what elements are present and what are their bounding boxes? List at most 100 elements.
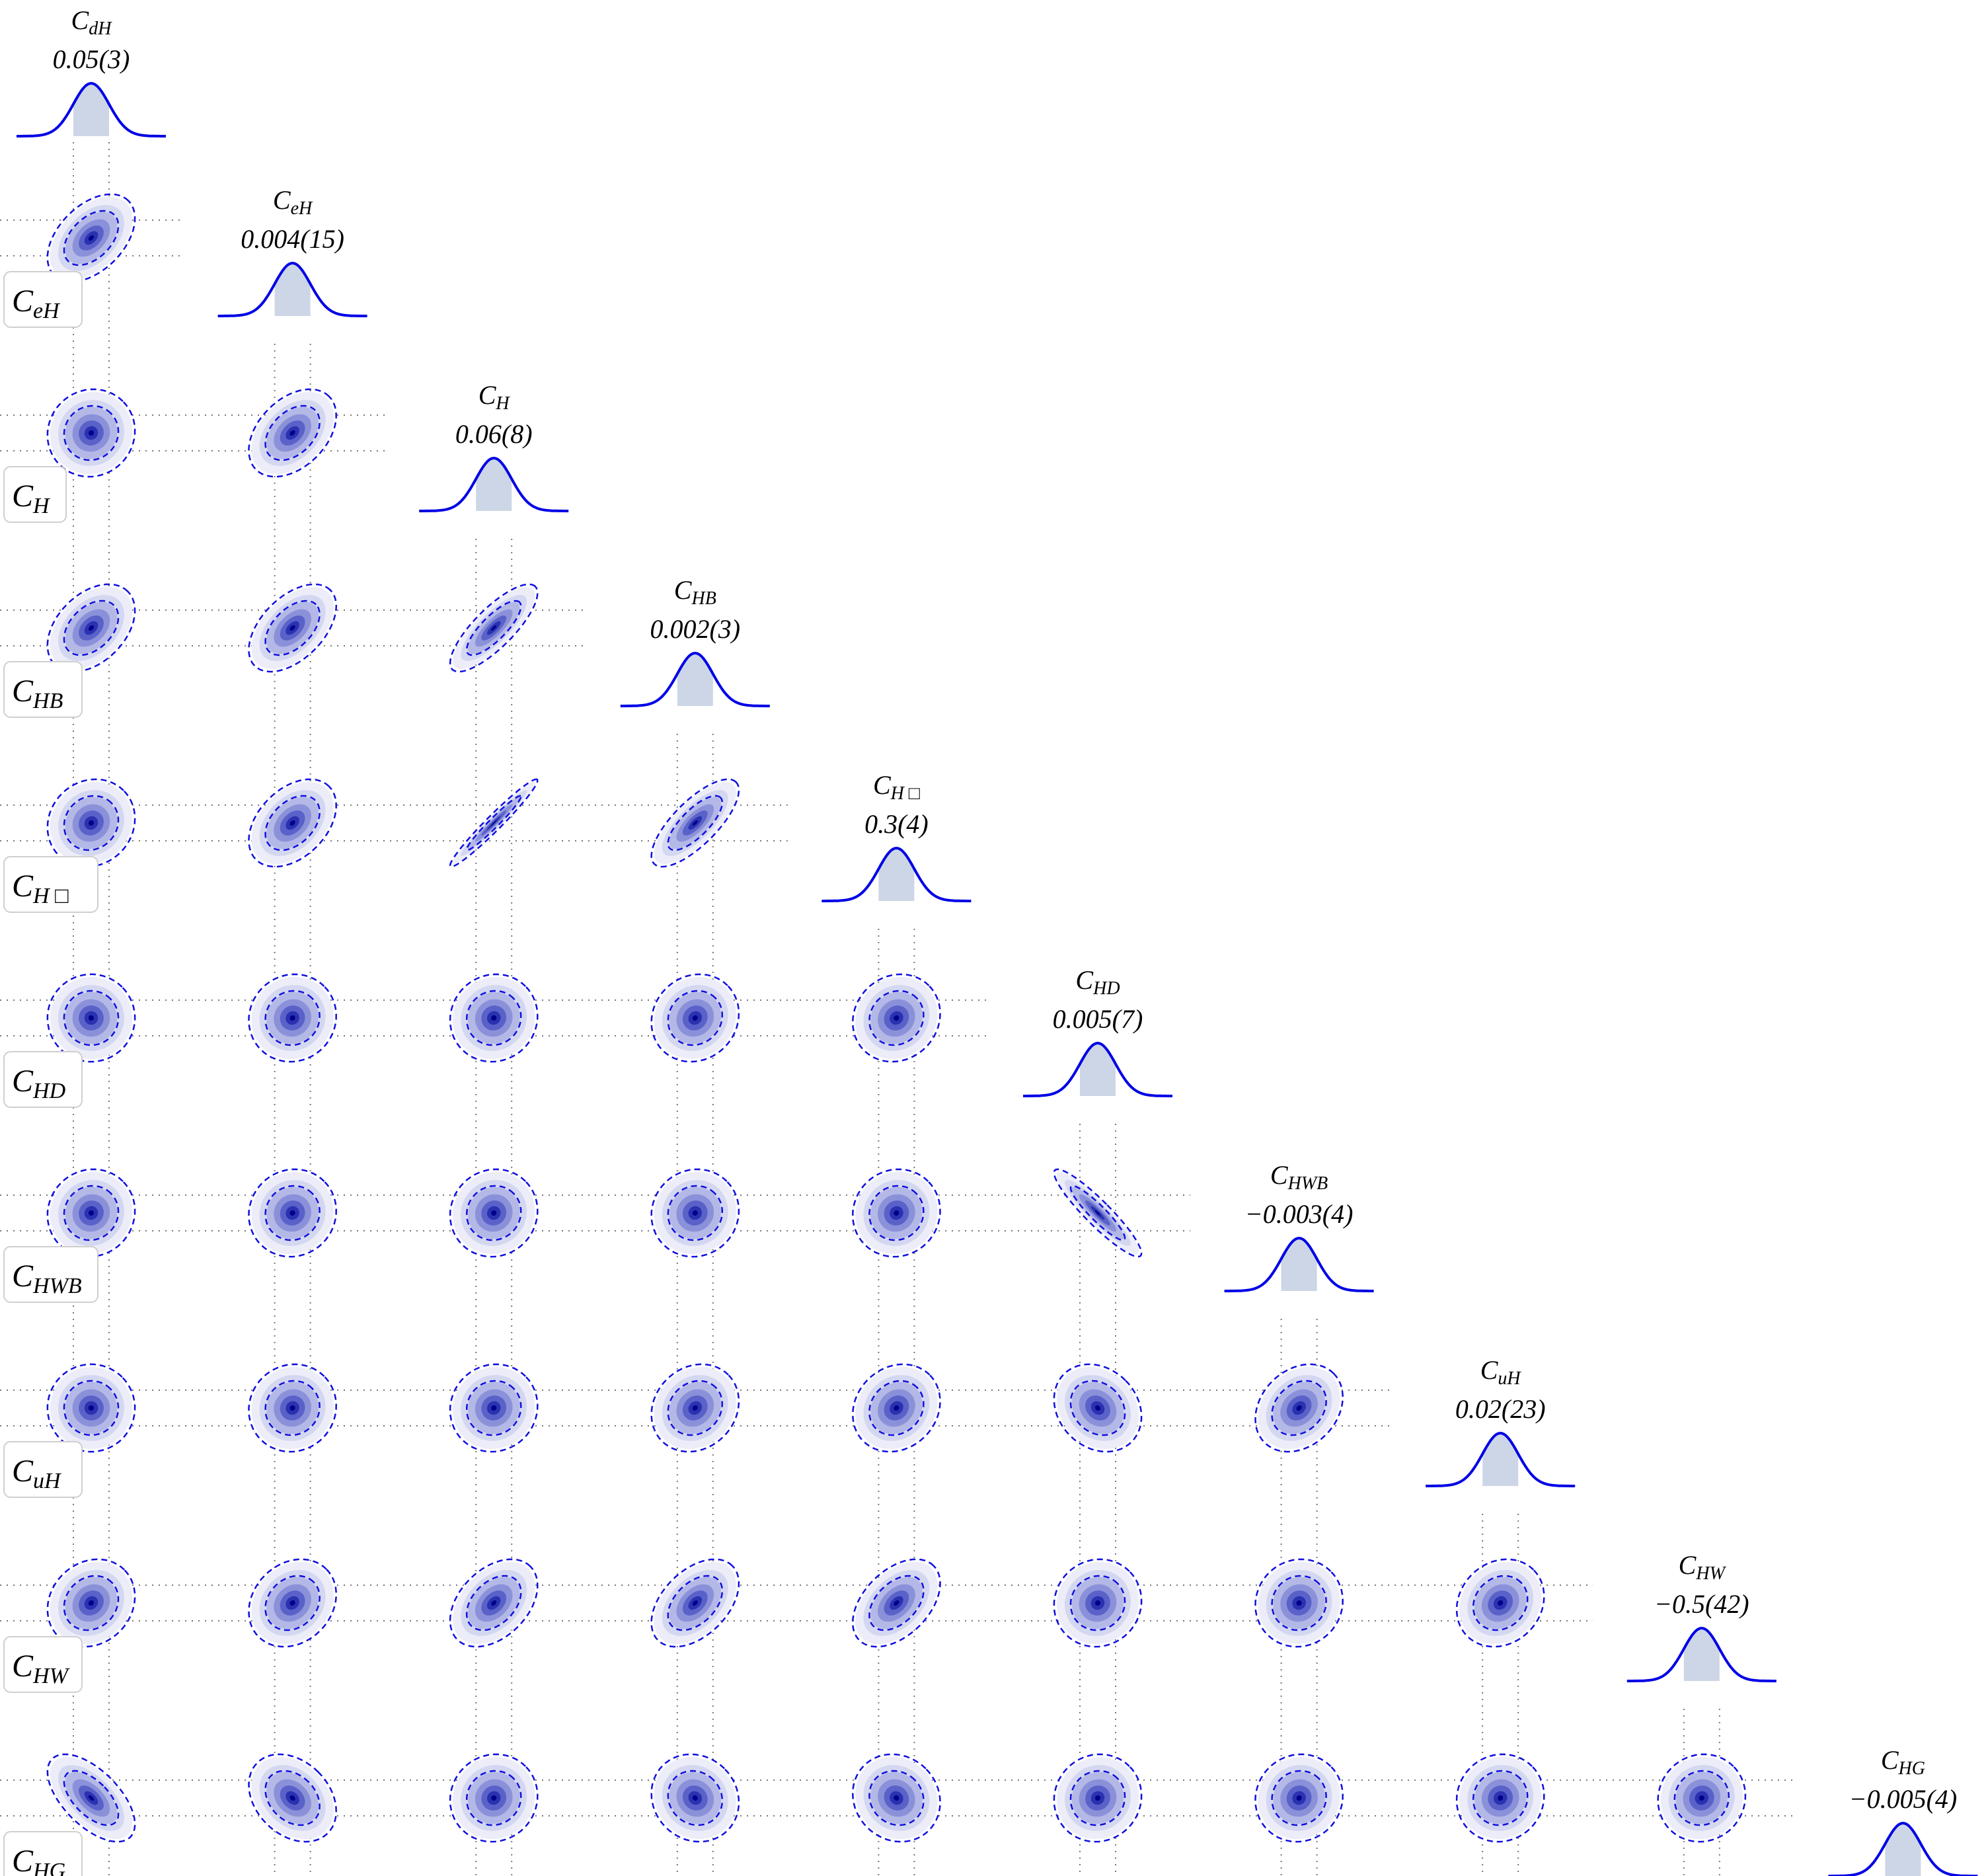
density-contour <box>89 430 94 436</box>
joint-panel <box>248 583 338 673</box>
confidence-contour <box>46 1558 136 1648</box>
marginal-title-name: CuH <box>1480 1355 1522 1389</box>
confidence-contour <box>449 1363 539 1453</box>
density-contour <box>1095 1600 1100 1606</box>
joint-panel <box>46 583 136 673</box>
joint-panel <box>852 973 941 1063</box>
confidence-contour <box>1455 1753 1545 1843</box>
joint-panel <box>449 583 539 673</box>
confidence-contour <box>63 210 120 266</box>
marginal-title-name: CHWB <box>1270 1160 1328 1194</box>
joint-panel <box>449 973 539 1063</box>
joint-posteriors <box>46 193 1747 1843</box>
sigma-band-fill <box>1683 1628 1720 1681</box>
row-label: CHD <box>12 1064 66 1103</box>
density-contour <box>491 1405 497 1411</box>
confidence-contour <box>449 1558 539 1648</box>
confidence-contour <box>1069 1185 1126 1241</box>
row-label: CuH <box>12 1454 62 1493</box>
confidence-contour <box>264 1380 321 1436</box>
confidence-contour <box>1053 1168 1143 1258</box>
joint-panel <box>852 1753 941 1843</box>
row-label-box <box>3 661 83 718</box>
confidence-contour <box>264 795 321 851</box>
marginal-panel: CHD 0.005(7) <box>1023 965 1172 1097</box>
joint-panel <box>449 1363 539 1453</box>
marginal-posteriors: CdH0.05(3)CeH0.004(15)CH0.06(8)CHB0.002(… <box>17 5 1978 1876</box>
joint-panel <box>46 973 136 1063</box>
joint-panel <box>449 1168 539 1258</box>
density-contour <box>692 1795 698 1801</box>
marginal-title-name: CHB <box>674 575 716 609</box>
joint-panel <box>46 1168 136 1258</box>
joint-panel <box>248 1558 337 1648</box>
sigma-band-fill <box>274 263 311 316</box>
joint-panel <box>852 1363 941 1453</box>
row-label-box <box>3 1636 83 1693</box>
confidence-contour <box>264 990 321 1046</box>
marginal-title-value: 0.004(15) <box>241 224 344 254</box>
density-contour <box>692 820 698 826</box>
confidence-contour <box>1069 1770 1126 1826</box>
marginal-pdf-curve <box>1626 1627 1776 1682</box>
marginal-pdf-curve <box>620 652 770 707</box>
confidence-contour <box>667 1380 724 1436</box>
confidence-contour <box>650 1363 740 1453</box>
confidence-contour <box>248 1363 337 1453</box>
marginal-panel: CH0.06(8) <box>419 380 569 512</box>
row-label: CHWB <box>12 1259 82 1298</box>
confidence-contour <box>449 778 539 868</box>
density-contour <box>289 1405 295 1411</box>
confidence-contour <box>264 1185 321 1241</box>
confidence-contour <box>1254 1363 1344 1453</box>
joint-panel <box>46 193 136 283</box>
density-contour <box>289 430 295 436</box>
marginal-title-value: 0.3(4) <box>864 809 929 839</box>
density-contour <box>1095 1795 1100 1801</box>
confidence-contour <box>449 583 539 673</box>
marginal-panel: CHW −0.5(42) <box>1626 1550 1776 1682</box>
confidence-contour <box>667 1770 724 1826</box>
confidence-contour <box>667 795 724 851</box>
confidence-contour <box>63 600 120 656</box>
joint-panel <box>650 1558 740 1648</box>
row-label-box <box>3 271 83 328</box>
joint-panel <box>1053 1753 1143 1843</box>
confidence-contour <box>248 1168 337 1258</box>
confidence-contour <box>63 1185 120 1241</box>
joint-panel <box>1657 1753 1747 1843</box>
joint-panel <box>1455 1753 1545 1843</box>
marginal-title-name: CHD <box>1075 965 1120 999</box>
confidence-contour <box>46 1753 136 1843</box>
confidence-contour <box>1472 1575 1529 1631</box>
joint-panel <box>46 388 136 478</box>
confidence-contour <box>248 973 337 1063</box>
joint-panel <box>650 1753 740 1843</box>
marginal-pdf-curve <box>217 262 367 317</box>
marginal-title-value: −0.5(42) <box>1654 1589 1749 1619</box>
marginal-title-name: CH □ <box>873 770 920 804</box>
marginal-title-name: CHW <box>1679 1550 1727 1584</box>
marginal-title-value: 0.005(7) <box>1053 1004 1143 1034</box>
joint-panel <box>650 1363 740 1453</box>
density-contour <box>89 1210 94 1216</box>
marginal-pdf-curve <box>17 82 166 137</box>
density-contour <box>89 1405 94 1411</box>
marginal-title-name: CHG <box>1881 1745 1925 1779</box>
joint-panel <box>248 388 337 478</box>
row-label: CH <box>12 479 51 518</box>
density-contour <box>491 1015 497 1021</box>
confidence-contour <box>1069 1380 1126 1436</box>
confidence-contour <box>1271 1380 1327 1436</box>
joint-panel <box>248 778 337 868</box>
confidence-contour <box>264 600 321 656</box>
sigma-band-fill <box>73 83 109 136</box>
confidence-contour <box>1254 1558 1344 1648</box>
marginal-pdf-curve <box>1224 1237 1374 1292</box>
joint-panel <box>650 1168 740 1258</box>
joint-panel <box>248 1753 337 1843</box>
